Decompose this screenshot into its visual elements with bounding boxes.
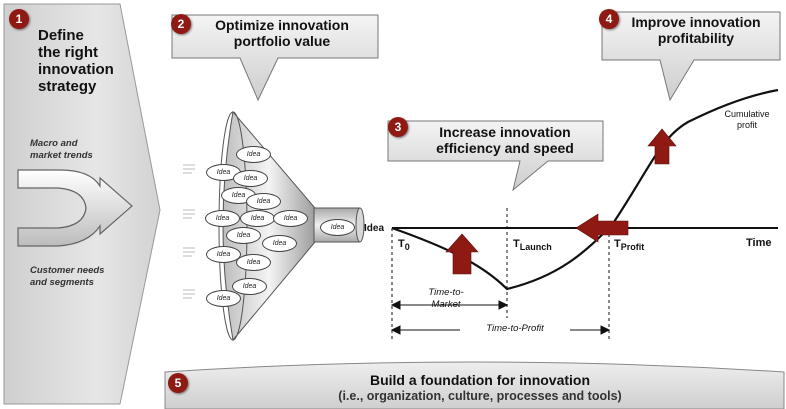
step-5-subtitle: (i.e., organization, culture, processes …	[338, 389, 622, 403]
t0-main: T	[398, 238, 405, 250]
cumulative-line: profit	[736, 120, 757, 130]
step-2-badge: 2	[171, 14, 191, 34]
step-5-title: Build a foundation for innovation	[369, 372, 591, 388]
strategy-chevron	[3, 3, 161, 405]
step-2-title-line: portfolio value	[233, 33, 331, 49]
step-1-title-line: Define	[38, 27, 84, 44]
idea-ellipse: Idea	[232, 278, 267, 295]
profitability-up-arrow	[647, 128, 677, 165]
step-1-title-line: the right	[38, 44, 98, 61]
time-to-profit-label: Time-to-Profit	[460, 323, 570, 334]
idea-ellipse: Idea	[240, 210, 275, 227]
macro-line: market trends	[30, 150, 93, 161]
step-1-title-line: innovation	[38, 61, 114, 78]
time-to-market-label: Time-to- Market	[416, 287, 476, 311]
customer-needs-label: Customer needs and segments	[30, 265, 104, 289]
funnel-tube-end	[355, 207, 365, 243]
step-1-badge: 1	[9, 9, 29, 29]
idea-ellipse: Idea	[206, 164, 241, 181]
customer-line: Customer needs	[30, 265, 105, 276]
idea-ellipse: Idea	[236, 146, 271, 163]
red-arrows	[445, 128, 677, 275]
idea-axis-label: Idea	[364, 223, 385, 234]
callout-3-shape	[387, 120, 604, 192]
tlaunch-sub: Launch	[519, 242, 552, 253]
t0-sub: 0	[404, 242, 410, 253]
customer-line: and segments	[30, 277, 94, 288]
tprofit-sub: Profit	[620, 242, 645, 253]
time-to-market-bracket	[390, 300, 509, 310]
macro-trends-label: Macro and market trends	[30, 138, 93, 162]
cumulative-line: Cumulative	[724, 109, 770, 119]
step-5-badge: 5	[168, 373, 188, 393]
idea-ellipse: Idea	[236, 254, 271, 271]
time-axis-label: Time	[746, 237, 772, 249]
step-3-badge: 3	[388, 117, 408, 137]
idea-ellipse: Idea	[320, 219, 355, 236]
macro-line: Macro and	[30, 138, 78, 149]
step-4-badge: 4	[599, 9, 619, 29]
ttm-line: Time-to-	[428, 287, 464, 298]
tprofit-main: T	[614, 238, 621, 250]
step-3-title-line: Increase innovation	[439, 124, 571, 140]
ttm-line: Market	[431, 299, 461, 310]
step-4-title: Improve innovation profitability	[614, 14, 778, 46]
step-2-title: Optimize innovation portfolio value	[196, 17, 368, 49]
tlaunch-main: T	[513, 238, 520, 250]
step-4-title-line: Improve innovation	[631, 14, 761, 30]
idea-stack-marks	[183, 164, 195, 299]
idea-ellipse: Idea	[233, 170, 268, 187]
idea-ellipse: Idea	[205, 210, 240, 227]
cumulative-profit-label: Cumulative profit	[712, 109, 782, 131]
idea-ellipse: Idea	[273, 210, 308, 227]
profit-left-arrow	[575, 213, 629, 243]
idea-ellipse: Idea	[226, 227, 261, 244]
step-3-title-line: efficiency and speed	[436, 140, 574, 156]
merge-arrow-shape	[17, 169, 133, 247]
idea-ellipse: Idea	[262, 235, 297, 252]
callout-2-shape	[171, 14, 379, 102]
time-markers	[391, 208, 610, 340]
tlaunch-label: TLaunch	[513, 238, 552, 252]
idea-ellipse: Idea	[206, 246, 241, 263]
step-2-title-line: Optimize innovation	[215, 17, 349, 33]
t0-label: T0	[398, 238, 410, 252]
step-3-title: Increase innovation efficiency and speed	[410, 124, 600, 156]
launch-up-arrow	[445, 233, 479, 275]
idea-ellipse: Idea	[246, 193, 281, 210]
foundation-base	[164, 361, 785, 409]
step-1-title-line: strategy	[38, 78, 97, 95]
step-4-title-line: profitability	[657, 30, 735, 46]
idea-ellipse: Idea	[206, 290, 241, 307]
step-1-title: Define the right innovation strategy	[38, 27, 114, 95]
callout-4-shape	[601, 11, 781, 102]
tprofit-label: TProfit	[614, 238, 644, 252]
